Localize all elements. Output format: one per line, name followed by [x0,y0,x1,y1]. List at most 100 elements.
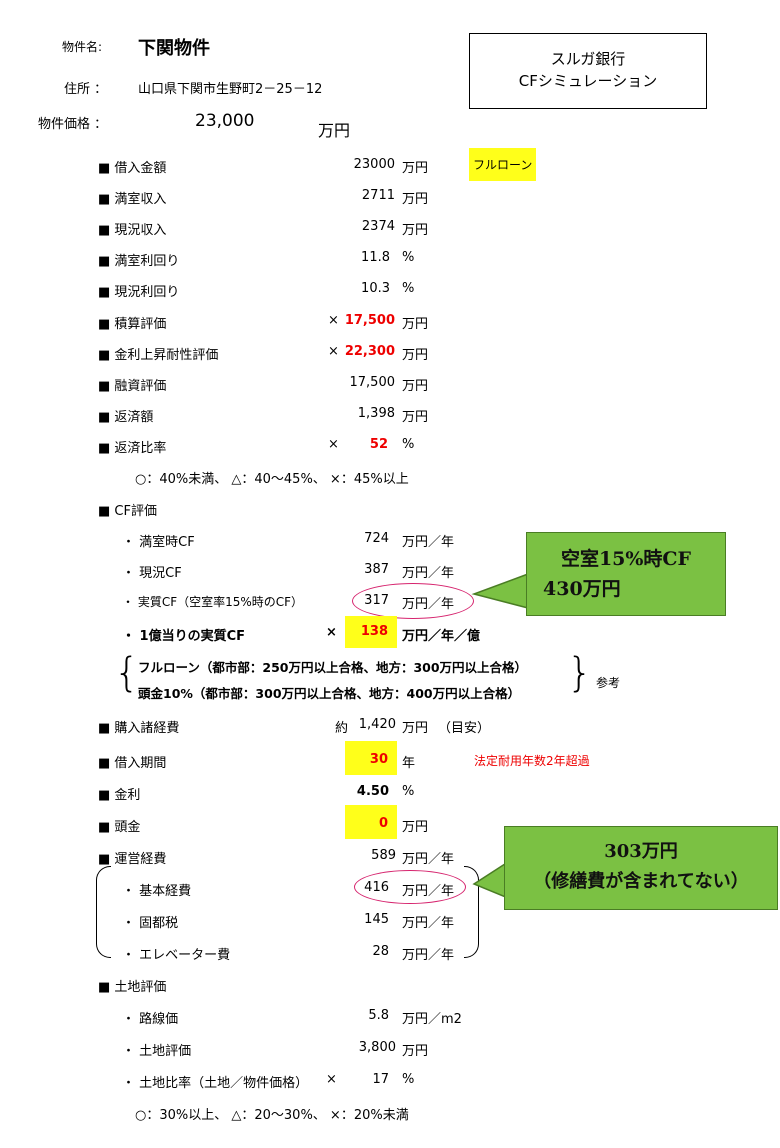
full-income-value: 2711 [361,188,395,203]
route-price-unit: 万円／m2 [402,1012,462,1027]
per-100m-cf-unit: 万円／年／億 [402,629,481,644]
land-valuation-value: 3,800 [358,1040,396,1055]
loan-amount-label: ■ 借入金額 [98,161,167,176]
property-name-label: 物件名: [62,40,103,54]
address: 山口県下関市生野町2－25－12 [138,82,323,97]
interest-value: 4.50 [356,784,389,799]
full-yield-unit: % [402,250,415,265]
elevator-cost-label: ・ エレベーター費 [122,948,231,963]
opex-total-value: 589 [371,848,396,863]
property-tax-unit: 万円／年 [402,916,455,931]
price-unit: 万円 [318,121,351,140]
cost-valuation-unit: 万円 [402,317,429,332]
criteria-right-brace: } [567,650,593,696]
opex-heading: ■ 運営経費 [98,852,167,867]
repayment-unit: 万円 [402,410,429,425]
current-cf-value: 387 [364,562,389,577]
purchase-cost-prefix: 約 [335,721,349,736]
real-cf-highlight-ellipse [352,583,474,619]
repayment-ratio-value: 52 [369,437,388,452]
land-heading: ■ 土地評価 [98,980,167,995]
repayment-ratio-unit: % [402,437,415,452]
elevator-cost-unit: 万円／年 [402,948,455,963]
loan-amount-value: 23000 [353,157,395,172]
elevator-cost-value: 28 [372,944,389,959]
route-price-label: ・ 路線価 [122,1012,179,1027]
land-ratio-unit: % [402,1072,415,1087]
land-ratio-label: ・ 土地比率（土地／物件価格） [122,1076,309,1091]
address-label: 住所 ： [64,82,108,97]
loan-period-highlight [345,741,397,775]
opex-callout: 303万円 （修繕費が含まれてない） [504,826,778,910]
opex-callout-line1: 303万円 [604,841,678,862]
cf-callout-pointer [471,572,529,609]
per-100m-cf-mark: × [326,625,337,640]
per-100m-cf-highlight [345,616,397,648]
land-valuation-unit: 万円 [402,1044,429,1059]
cost-valuation-label: ■ 積算評価 [98,317,167,332]
property-tax-value: 145 [364,912,389,927]
loan-amount-unit: 万円 [402,161,429,176]
criteria-line1: フルローン（都市部：250万円以上合格、地方：300万円以上合格） [138,660,528,675]
down-payment-highlight [345,805,397,839]
purchase-cost-value: 1,420 [358,717,396,732]
loan-period-label: ■ 借入期間 [98,756,167,771]
rate-rise-value: 22,300 [344,344,395,359]
interest-label: ■ 金利 [98,788,141,803]
opex-left-brace [96,866,111,958]
opex-callout-line2: （修繕費が含まれてない） [533,871,749,892]
rate-rise-label: ■ 金利上昇耐性評価 [98,348,219,363]
loan-valuation-label: ■ 融資評価 [98,379,167,394]
loan-period-unit: 年 [402,756,416,771]
loan-period-note: 法定耐用年数2年超過 [474,754,590,768]
full-yield-value: 11.8 [361,250,390,265]
land-ratio-mark: × [326,1072,337,1087]
repayment-label: ■ 返済額 [98,410,154,425]
purchase-cost-label: ■ 購入諸経費 [98,721,180,736]
full-cf-label: ・ 満室時CF [122,535,195,550]
purchase-cost-unit: 万円 [402,721,429,736]
loan-period-value: 30 [369,752,388,767]
price-label: 物件価格 ： [38,117,108,132]
property-tax-label: ・ 固都税 [122,916,179,931]
title-line1: スルガ銀行 [550,50,626,68]
cost-valuation-value: 17,500 [344,313,395,328]
full-income-unit: 万円 [402,192,429,207]
land-ratio-criteria-note: ○：30%以上、 △：20～30%、 ×：20%未満 [135,1108,409,1123]
down-payment-unit: 万円 [402,820,429,835]
cf-callout-line2: 430万円 [543,578,621,600]
per-100m-cf-value: 138 [360,624,388,639]
land-valuation-label: ・ 土地評価 [122,1044,192,1059]
current-yield-unit: % [402,281,415,296]
property-name: 下関物件 [138,38,210,59]
repayment-criteria-note: ○：40%未満、 △：40～45%、 ×：45%以上 [135,472,409,487]
loan-valuation-unit: 万円 [402,379,429,394]
full-loan-tag: フルローン [469,148,537,181]
per-100m-cf-label: ・ 1億当りの実質CF [122,629,245,644]
title-box: スルガ銀行 CFシミュレーション [469,33,707,109]
loan-valuation-value: 17,500 [349,375,396,390]
repayment-ratio-label: ■ 返済比率 [98,441,167,456]
interest-unit: % [402,784,415,799]
down-payment-value: 0 [378,816,388,831]
repayment-value: 1,398 [357,406,395,421]
reference-label: 参考 [596,676,621,690]
price-value: 23,000 [195,111,255,131]
real-cf-label: ・ 実質CF（空室率15%時のCF） [122,595,304,609]
cost-valuation-mark: × [328,313,339,328]
current-yield-label: ■ 現況利回り [98,285,180,300]
current-cf-label: ・ 現況CF [122,566,182,581]
down-payment-label: ■ 頭金 [98,820,141,835]
basic-expense-label: ・ 基本経費 [122,884,192,899]
full-cf-value: 724 [364,531,389,546]
purchase-cost-note: （目安） [438,721,491,736]
rate-rise-unit: 万円 [402,348,429,363]
criteria-line2: 頭金10%（都市部：300万円以上合格、地方：400万円以上合格） [138,686,521,701]
current-income-label: ■ 現況収入 [98,223,167,238]
current-income-unit: 万円 [402,223,429,238]
basic-expense-highlight-ellipse [354,870,466,904]
current-yield-value: 10.3 [361,281,390,296]
criteria-left-brace: { [114,650,140,696]
title-line2: CFシミュレーション [518,72,658,90]
opex-total-unit: 万円／年 [402,852,455,867]
